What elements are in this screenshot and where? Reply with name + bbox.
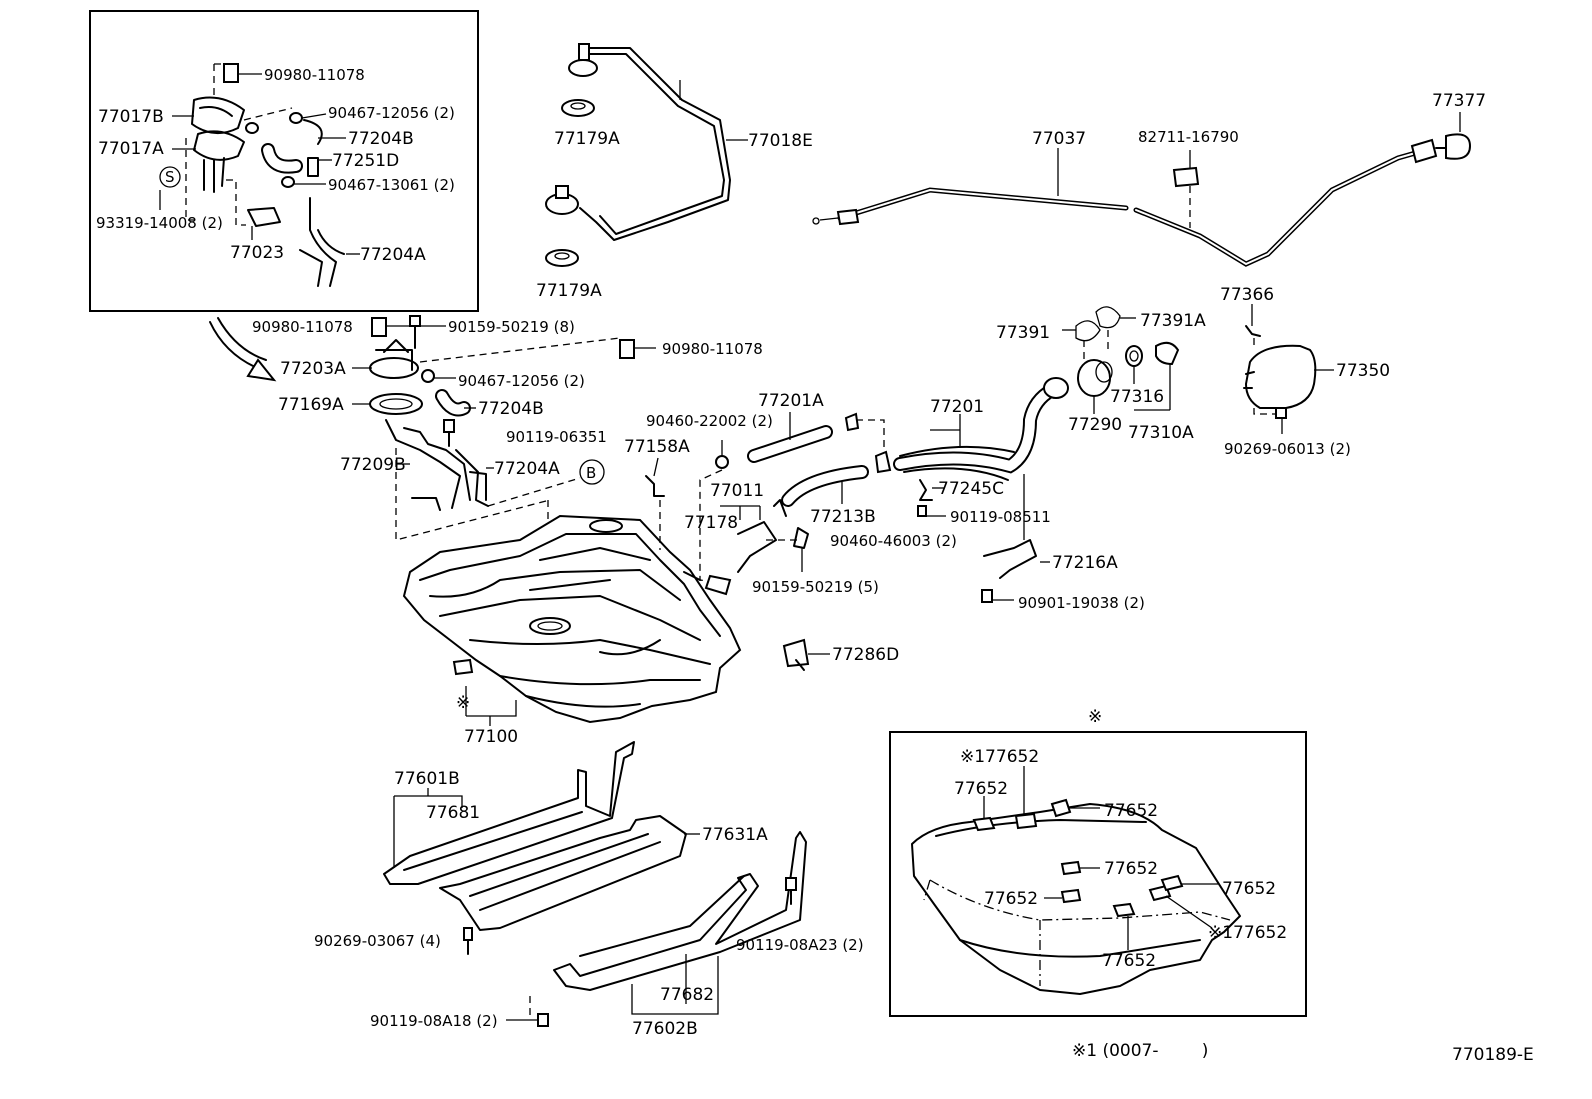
part-labels: 90980-11078 77017B 90467-12056 (2) 77204… (96, 66, 1534, 1065)
label-77601b: 77601B (394, 769, 460, 789)
vent-line-assembly (545, 43, 748, 267)
label-77310a: 77310A (1128, 423, 1194, 443)
pump-detail-inset (89, 10, 479, 312)
label-90901-19038: 90901-19038 (2) (1018, 594, 1145, 612)
label-77100: 77100 (464, 727, 518, 747)
label-kome-inset: ※ (1088, 707, 1102, 727)
label-90980-11078-right: 90980-11078 (662, 340, 763, 358)
label-77682: 77682 (660, 985, 714, 1005)
label-90119-08a18: 90119-08A18 (2) (370, 1012, 498, 1030)
filler-cable (812, 112, 1472, 267)
label-90269-03067: 90269-03067 (4) (314, 932, 441, 950)
label-77245c: 77245C (938, 479, 1004, 499)
label-77201a: 77201A (758, 391, 824, 411)
curved-arrow-icon (209, 317, 277, 382)
label-90119-06351: 90119-06351 (506, 428, 607, 446)
label-90467-12056-inset: 90467-12056 (2) (328, 104, 455, 122)
label-90159-50219-8: 90159-50219 (8) (448, 318, 575, 336)
label-77204b-inset: 77204B (348, 129, 414, 149)
label-77602b: 77602B (632, 1019, 698, 1039)
label-177652-bottom: ※177652 (1208, 923, 1287, 943)
label-77251d: 77251D (332, 151, 399, 171)
label-77377: 77377 (1432, 91, 1486, 111)
label-90460-22002: 90460-22002 (2) (646, 412, 773, 430)
label-77316: 77316 (1110, 387, 1164, 407)
label-177652-top: ※177652 (960, 747, 1039, 767)
label-77350: 77350 (1336, 361, 1390, 381)
label-77652-a: 77652 (954, 779, 1008, 799)
filler-pipe (893, 377, 1069, 603)
label-77204a-inset: 77204A (360, 245, 426, 265)
label-77017a: 77017A (98, 139, 164, 159)
pad-location-inset (889, 731, 1307, 1017)
label-77652-f: 77652 (1102, 951, 1156, 971)
label-77178: 77178 (684, 513, 738, 533)
label-90467-12056-main: 90467-12056 (2) (458, 372, 585, 390)
label-77209b: 77209B (340, 455, 406, 475)
label-77203a: 77203A (280, 359, 346, 379)
circle-b-icon: B (586, 464, 596, 482)
label-90269-06013: 90269-06013 (2) (1224, 440, 1351, 458)
label-77366: 77366 (1220, 285, 1274, 305)
label-77201: 77201 (930, 397, 984, 417)
label-77204b-main: 77204B (478, 399, 544, 419)
label-77391a: 77391A (1140, 311, 1206, 331)
label-kome-tank: ※ (456, 693, 470, 713)
label-77631a: 77631A (702, 825, 768, 845)
label-77018e: 77018E (748, 131, 813, 151)
label-77158a: 77158A (624, 437, 690, 457)
label-77023: 77023 (230, 243, 284, 263)
label-90980-11078-inset: 90980-11078 (264, 66, 365, 84)
label-77169a: 77169A (278, 395, 344, 415)
fuel-tank (402, 514, 742, 726)
tank-straps (383, 741, 807, 1027)
label-77290: 77290 (1068, 415, 1122, 435)
footnote: ※1 (0007- ) (1072, 1041, 1208, 1061)
label-77391: 77391 (996, 323, 1050, 343)
label-77037: 77037 (1032, 129, 1086, 149)
label-77681: 77681 (426, 803, 480, 823)
diagram-code: 770189-E (1452, 1045, 1534, 1065)
label-77652-d: 77652 (984, 889, 1038, 909)
label-77011: 77011 (710, 481, 764, 501)
label-82711-16790: 82711-16790 (1138, 128, 1239, 146)
label-77216a: 77216A (1052, 553, 1118, 573)
label-90460-46003: 90460-46003 (2) (830, 532, 957, 550)
label-77179a-top: 77179A (554, 129, 620, 149)
label-77017b: 77017B (98, 107, 164, 127)
label-93319-14008: 93319-14008 (2) (96, 214, 223, 232)
label-90159-50219-5: 90159-50219 (5) (752, 578, 879, 596)
label-77286d: 77286D (832, 645, 899, 665)
label-77652-e: 77652 (1222, 879, 1276, 899)
label-77213b: 77213B (810, 507, 876, 527)
label-77652-c: 77652 (1104, 859, 1158, 879)
label-90119-08a23: 90119-08A23 (2) (736, 936, 864, 954)
circle-s-icon: S (165, 168, 175, 186)
label-90467-13061: 90467-13061 (2) (328, 176, 455, 194)
label-77652-b: 77652 (1104, 801, 1158, 821)
label-90980-11078-main: 90980-11078 (252, 318, 353, 336)
label-77179a-bottom: 77179A (536, 281, 602, 301)
label-90119-08511: 90119-08511 (950, 508, 1051, 526)
filler-hoses (645, 412, 892, 671)
label-77204a-main: 77204A (494, 459, 560, 479)
filler-cap-parts (1062, 304, 1334, 434)
